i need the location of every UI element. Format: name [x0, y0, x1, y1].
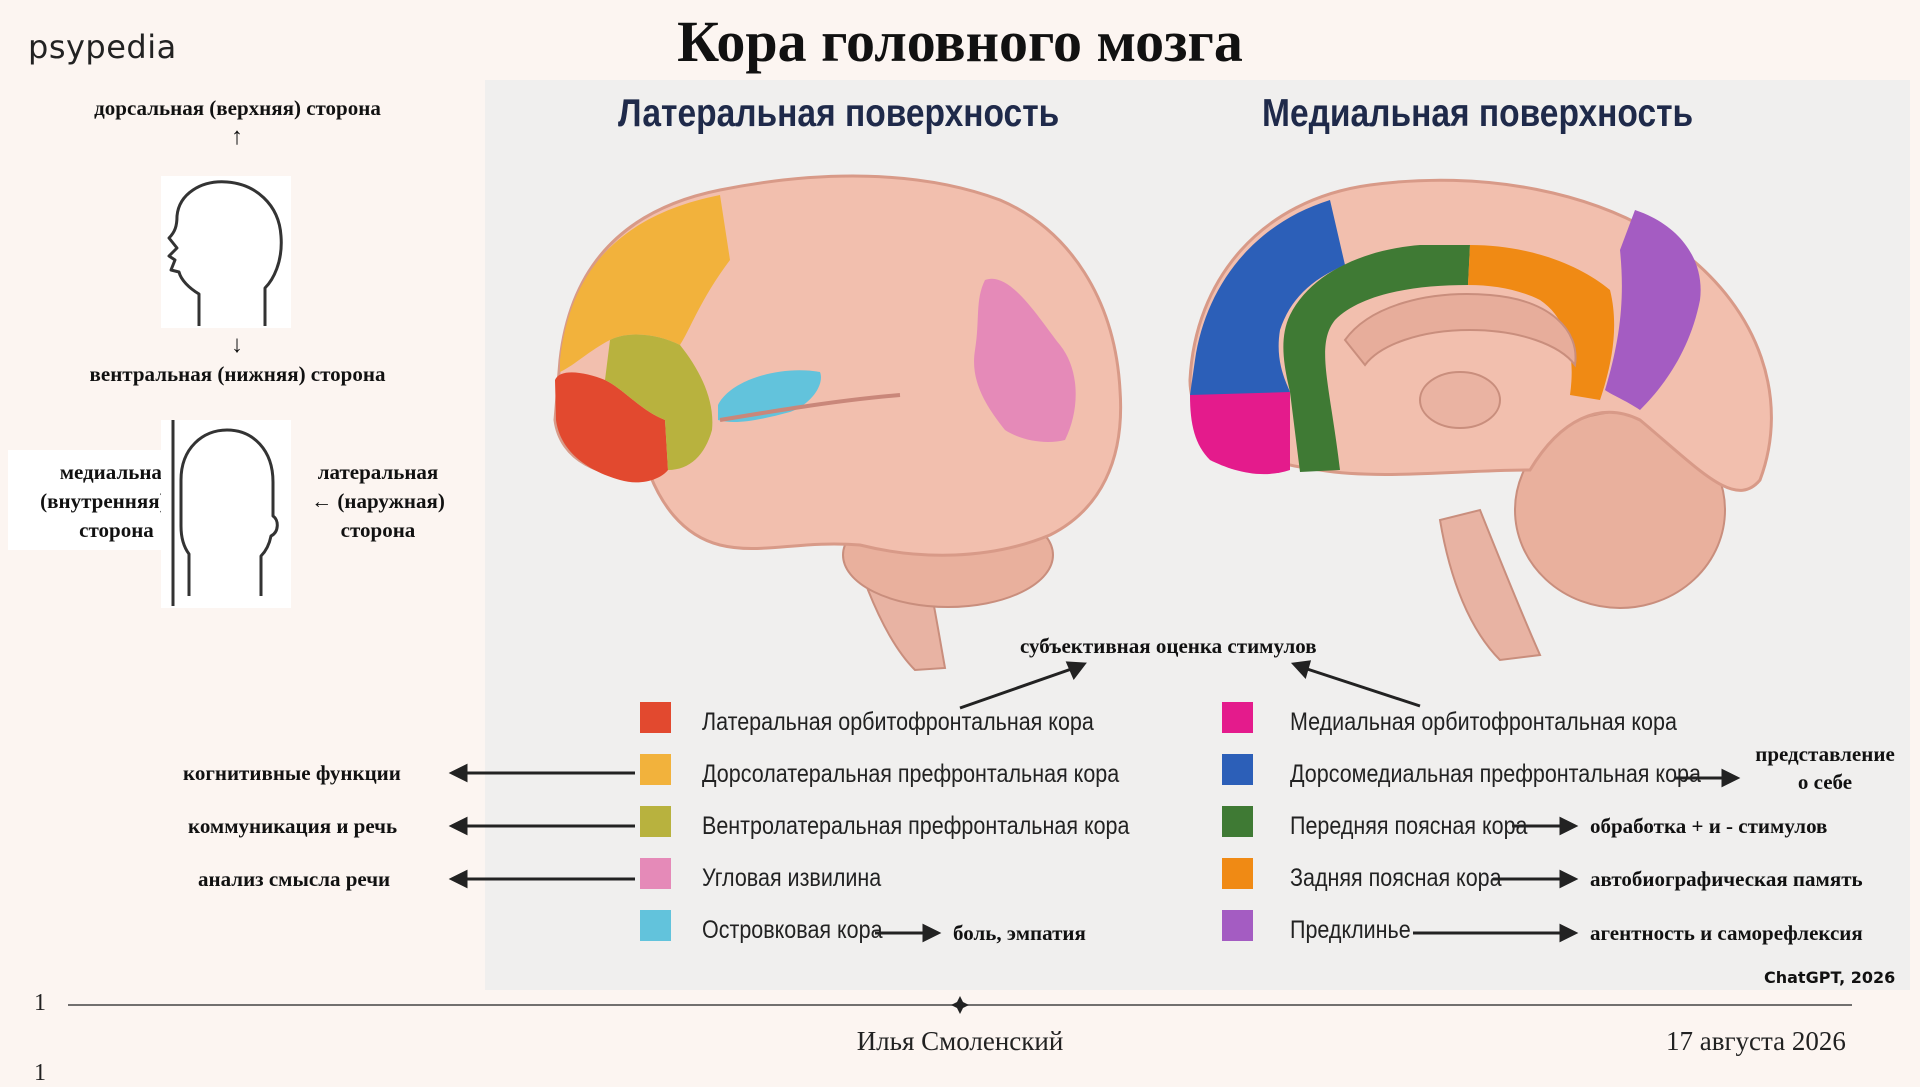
legend-label-precuneus: Предклинье	[1290, 916, 1411, 944]
head-profile-figure	[161, 176, 291, 328]
legend-swatch-posterior-cingulate	[1222, 858, 1253, 889]
footer-date: 17 августа 2026	[1666, 1026, 1846, 1056]
angular-gyrus-region	[974, 278, 1076, 442]
legend-swatch-dorsomedial-prefrontal	[1222, 754, 1253, 785]
legend-swatch-medial-orbitofrontal	[1222, 702, 1253, 733]
posterior-cingulate-region	[1468, 245, 1615, 400]
psypedia-logo: psypedia	[28, 28, 177, 66]
annotation-pain-empathy: боль, эмпатия	[953, 921, 1086, 945]
head-back-icon	[171, 420, 279, 606]
page-number-bottom: 1	[34, 1060, 46, 1086]
legend-label-anterior-cingulate: Передняя поясная кора	[1290, 812, 1528, 840]
footer-author: Илья Смоленский	[856, 1026, 1064, 1056]
precuneus-region	[1605, 210, 1701, 410]
legend-label-dorsolateral-prefrontal: Дорсолатеральная префронтальная кора	[702, 760, 1120, 788]
legend-label-ventrolateral-prefrontal: Вентролатеральная префронтальная кора	[702, 812, 1130, 840]
annotation-self-representation-line2: о себе	[1797, 770, 1853, 794]
legend-swatch-anterior-cingulate	[1222, 806, 1253, 837]
lateral-brain	[553, 174, 1123, 672]
image-credit: ChatGPT, 2026	[1764, 968, 1896, 987]
head-back-figure	[161, 420, 291, 608]
lateral-label-line1: латеральная	[317, 460, 439, 484]
annotation-arrows	[448, 660, 1741, 943]
star-ornament-icon	[951, 996, 969, 1014]
dorsolateral-prefrontal-region	[560, 195, 730, 372]
lateral-label-line2: ← (наружная)	[311, 489, 445, 513]
legend-label-insula: Островковая кора	[702, 916, 883, 944]
legend-swatch-ventrolateral-prefrontal	[640, 806, 671, 837]
lateral-label-line3: сторона	[340, 518, 416, 542]
legend-label-angular-gyrus: Угловая извилина	[702, 864, 882, 892]
up-arrow-icon: ↑	[231, 124, 243, 150]
annotation-stimulus-processing: обработка + и - стимулов	[1590, 814, 1828, 838]
down-arrow-icon: ↓	[231, 332, 243, 358]
sylvian-fissure	[719, 393, 901, 422]
annotation-speech-meaning: анализ смысла речи	[198, 867, 391, 891]
ventrolateral-prefrontal-region	[605, 334, 713, 470]
legend-swatch-angular-gyrus	[640, 858, 671, 889]
lateral-surface-title: Латеральная поверхность	[618, 92, 1060, 135]
ventral-label: вентральная (нижняя) сторона	[89, 362, 386, 386]
annotation-self-representation-line1: представление	[1755, 742, 1895, 766]
legend-label-posterior-cingulate: Задняя поясная кора	[1290, 864, 1502, 892]
dorsomedial-prefrontal-region	[1190, 200, 1345, 395]
footer-rule	[68, 996, 1852, 1014]
lateral-orbitofrontal-region	[555, 372, 668, 483]
legend-swatch-insula	[640, 910, 671, 941]
medial-brain	[1188, 178, 1773, 662]
corpus-callosum	[1343, 293, 1577, 368]
annotation-cognitive-functions: когнитивные функции	[183, 761, 401, 785]
legend-label-medial-orbitofrontal: Медиальная орбитофронтальная кора	[1290, 708, 1677, 736]
annotation-agency-self-reflection: агентность и саморефлексия	[1590, 921, 1863, 945]
medial-brainstem	[1438, 508, 1542, 662]
medial-label-line3: сторона	[79, 518, 154, 542]
medial-label-box	[8, 450, 161, 550]
annotation-subjective-evaluation: субъективная оценка стимулов	[1020, 634, 1317, 658]
annotation-autobiographical-memory: автобиографическая память	[1590, 867, 1863, 891]
anterior-cingulate-region	[1283, 245, 1470, 472]
medial-label-line1: медиальная	[59, 460, 174, 484]
page-title: Кора головного мозга	[677, 9, 1243, 74]
page-number-top: 1	[34, 990, 46, 1016]
legend-swatch-precuneus	[1222, 910, 1253, 941]
legend-label-dorsomedial-prefrontal: Дорсомедиальная префронтальная кора	[1290, 760, 1701, 788]
dorsal-label: дорсальная (верхняя) сторона	[94, 96, 381, 120]
legend-swatch-dorsolateral-prefrontal	[640, 754, 671, 785]
thalamus	[1419, 371, 1501, 429]
legend-label-lateral-orbitofrontal: Латеральная орбитофронтальная кора	[702, 708, 1094, 736]
legend-swatch-lateral-orbitofrontal	[640, 702, 671, 733]
medial-surface-title: Медиальная поверхность	[1262, 92, 1694, 135]
medial-orbitofrontal-region	[1190, 392, 1290, 475]
head-profile-icon	[167, 180, 283, 326]
annotation-communication-speech: коммуникация и речь	[188, 814, 398, 838]
